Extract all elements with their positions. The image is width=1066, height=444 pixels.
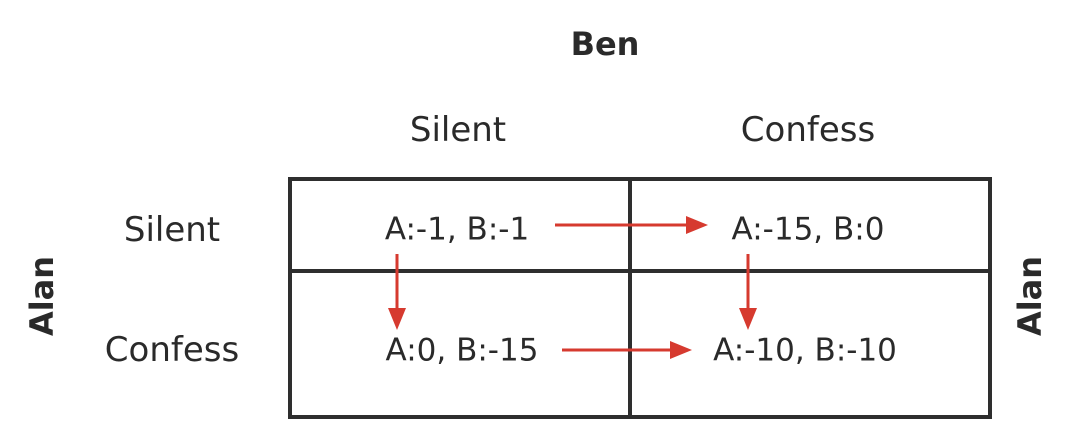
- row-header-silent: Silent: [123, 210, 221, 250]
- row-player-label-left: Alan: [23, 255, 61, 337]
- grid-vertical-divider: [628, 181, 632, 415]
- payoff-cell-silent-confess: A:-15, B:0: [731, 211, 885, 248]
- payoff-cell-confess-confess: A:-10, B:-10: [713, 332, 897, 369]
- row-player-label-right: Alan: [1011, 255, 1049, 337]
- payoff-cell-silent-silent: A:-1, B:-1: [384, 211, 530, 248]
- payoff-grid: [288, 177, 992, 419]
- row-header-confess: Confess: [104, 330, 240, 370]
- payoff-cell-confess-silent: A:0, B:-15: [385, 332, 539, 369]
- grid-horizontal-divider: [292, 269, 988, 273]
- column-header-silent: Silent: [409, 110, 507, 150]
- column-player-label: Ben: [570, 25, 640, 63]
- column-header-confess: Confess: [740, 110, 876, 150]
